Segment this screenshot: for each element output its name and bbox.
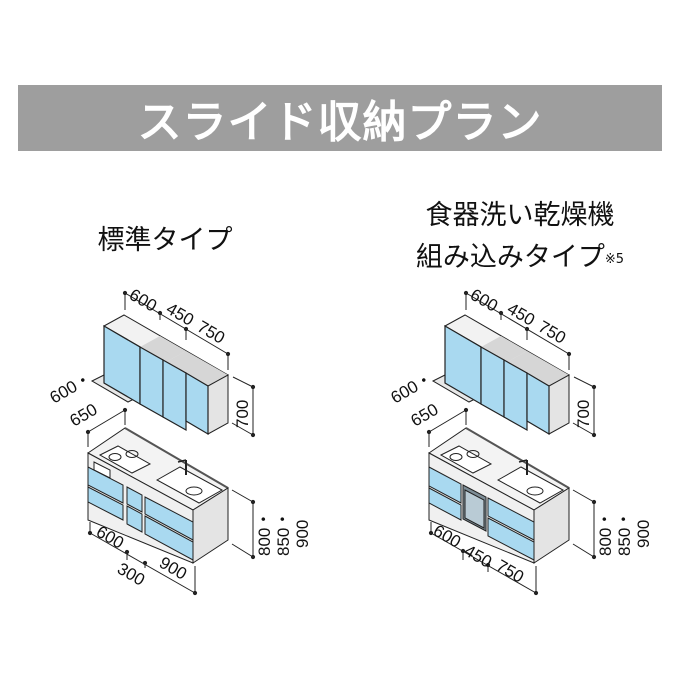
upper-width-3: 750: [194, 317, 228, 348]
height-800: 800: [255, 528, 274, 556]
height-line-2: 850・: [615, 511, 634, 556]
dishwasher-kitchen: 600 450 750 700 600・ 650 800・ 850・ 900 6…: [388, 285, 653, 596]
dishwasher-heading-line2: 組み込みタイプ: [415, 242, 605, 273]
lower-width-3: 750: [493, 556, 527, 587]
depth-650: 650: [67, 400, 101, 431]
height-sep1: ・: [596, 511, 615, 528]
height-line-1: 800・: [255, 511, 274, 556]
height-sep2: ・: [274, 511, 293, 528]
height-850: 850: [615, 528, 634, 556]
upper-height: 700: [233, 400, 252, 428]
footnote-mark: ※5: [604, 252, 625, 267]
height-900: 900: [634, 520, 653, 548]
height-line-2: 850・: [274, 511, 293, 556]
height-800: 800: [596, 528, 615, 556]
standard-type-label: 標準タイプ: [97, 225, 233, 256]
upper-width-2: 450: [504, 299, 538, 330]
upper-height: 700: [574, 400, 593, 428]
depth-650: 650: [408, 400, 442, 431]
height-sep2: ・: [615, 511, 634, 528]
dishwasher-type-heading: 食器洗い乾燥機 組み込みタイプ※5: [370, 195, 670, 279]
height-sep1: ・: [255, 511, 274, 528]
height-line-1: 800・: [596, 511, 615, 556]
dishwasher-heading-line1: 食器洗い乾燥機: [425, 200, 615, 231]
upper-width-2: 450: [163, 299, 197, 330]
standard-type-heading: 標準タイプ: [75, 220, 255, 262]
height-850: 850: [274, 528, 293, 556]
plan-title-banner: スライド収納プラン: [18, 85, 662, 151]
height-900: 900: [293, 520, 312, 548]
plan-title: スライド収納プラン: [137, 97, 543, 148]
standard-kitchen: 600 450 750 700 600・ 650 800・ 850・ 900 6…: [47, 285, 312, 596]
upper-width-3: 750: [535, 317, 569, 348]
